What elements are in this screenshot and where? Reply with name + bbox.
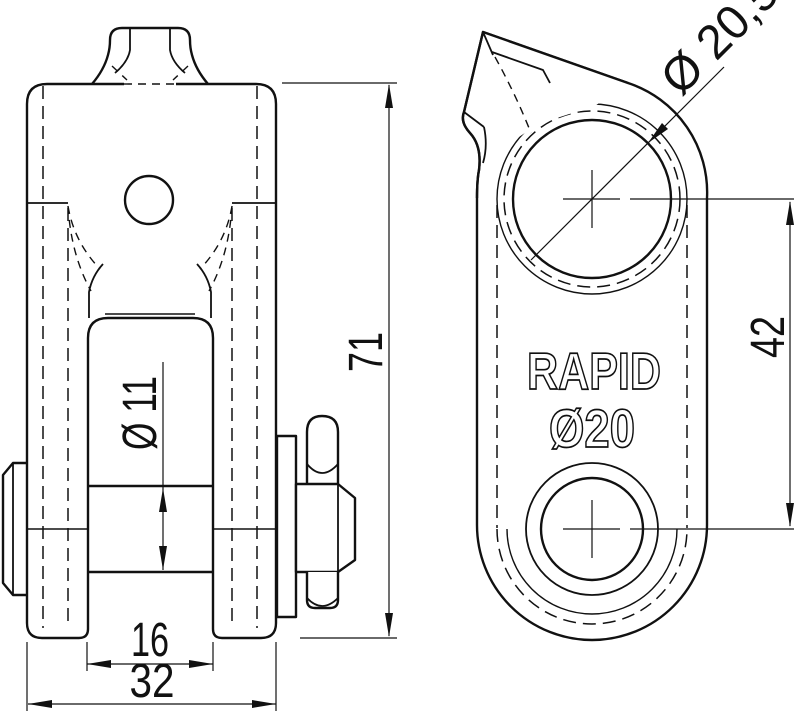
dim-71-label: 71 [340,332,393,372]
side-lower-hole-cross [563,500,620,558]
brand-marking: RAPID [527,343,661,401]
side-tab-mask [483,32,628,140]
dim-hole-diameter-label: Ø 20,5 [651,0,789,105]
front-flare-hidden [67,205,233,292]
side-view: RAPID Ø20 Ø 20,5 42 [461,0,795,642]
front-bolt-head [1,461,26,597]
dim-pin-diameter: Ø 11 [114,362,167,570]
side-recess-hidden-arc [496,528,688,625]
front-hole [123,174,175,226]
front-top-boss [91,26,209,85]
dim-outer-width: 32 [26,642,277,711]
dim-32-label: 32 [130,655,175,708]
front-body-outline [25,82,278,640]
dim-42-label: 42 [742,316,795,358]
front-pin-edges [88,484,213,574]
front-pin-top [305,414,340,484]
side-recess-hidden [496,205,688,528]
front-washer [275,434,298,619]
front-nut [294,482,357,574]
dim-pin-diameter-label: Ø 11 [114,376,167,450]
dim-71: 71 [282,82,397,639]
front-pin-bottom [305,572,340,610]
dim-16-label: 16 [131,614,169,667]
side-tab [461,30,629,199]
size-marking: Ø20 [549,399,635,459]
front-hidden-verticals [42,86,258,628]
front-flare-visible [88,263,212,318]
front-view: 71 Ø 11 16 32 [1,26,397,711]
dim-inner-width: 16 [86,614,214,671]
dim-hole-spacing: 42 [630,198,795,530]
side-lower-boss-arc [506,528,678,615]
